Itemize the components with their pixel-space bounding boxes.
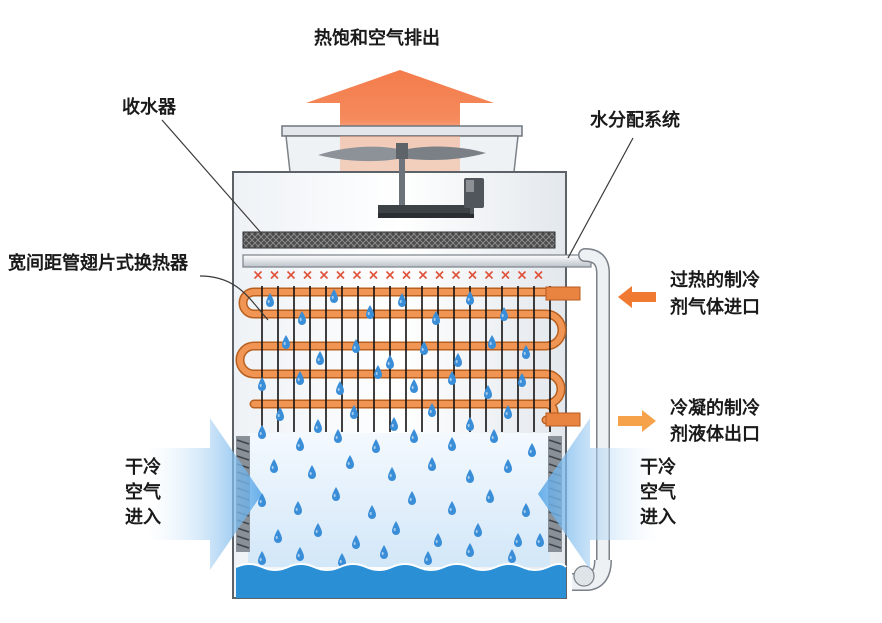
leader-heat-exchanger <box>199 275 269 321</box>
left-air-label-line2: 空气 <box>125 482 161 503</box>
spray-nozzle-icon <box>451 270 461 280</box>
spray-nozzle-icon <box>270 270 279 280</box>
fin-lines <box>261 286 551 432</box>
refrigerant-in-arrow-icon <box>618 286 656 308</box>
spray-nozzle-icon <box>369 270 378 280</box>
spray-nozzle-icon <box>501 270 510 280</box>
louver-slat <box>236 447 250 453</box>
louver-slat <box>236 455 250 461</box>
louver-slat <box>548 543 562 549</box>
spray-nozzle-icon <box>484 270 494 280</box>
right-air-label: 干冷 空气 进入 <box>633 455 683 530</box>
water-distribution-label: 水分配系统 <box>590 110 680 131</box>
water-distribution-pipe <box>242 248 612 591</box>
fan-icon <box>318 143 486 218</box>
refrigerant-inlet-label-line2: 剂气体进口 <box>670 297 760 318</box>
spray-nozzle-icon <box>319 270 329 280</box>
refrigerant-outlet-label-line2: 剂液体出口 <box>670 424 760 445</box>
spray-nozzle-icon <box>385 270 395 280</box>
refrigerant-outlet-label-line1: 冷凝的制冷 <box>670 398 760 419</box>
louver-slat <box>236 439 250 445</box>
right-air-label-line2: 空气 <box>640 482 676 503</box>
louver-slat <box>236 543 250 549</box>
louver-slat <box>548 455 562 461</box>
leader-drift-eliminator <box>161 119 263 235</box>
rain-zone <box>248 433 550 567</box>
heat-exchanger-label: 宽间距管翅片式换热器 <box>8 253 188 274</box>
left-air-label-line1: 干冷 <box>125 457 161 478</box>
louver-slat <box>236 535 250 541</box>
right-air-arrow-icon <box>538 418 660 570</box>
spray-nozzle-icon <box>534 270 543 280</box>
spray-nozzle-icon <box>286 270 296 280</box>
refrigerant-outlet-connector <box>545 412 581 427</box>
spray-nozzle-icon <box>336 270 345 280</box>
spray-nozzle-icon <box>418 270 428 280</box>
exhaust-label: 热饱和空气排出 <box>314 28 440 49</box>
spray-nozzle-icon <box>402 270 411 280</box>
left-air-label-line3: 进入 <box>125 507 161 528</box>
spray-nozzle-icon <box>435 270 444 280</box>
refrigerant-inlet-label-line1: 过热的制冷 <box>670 270 760 291</box>
spray-nozzle-icon <box>468 270 477 280</box>
spray-nozzle-icon <box>352 270 362 280</box>
leader-water-distribution <box>567 137 634 259</box>
right-air-label-line3: 进入 <box>640 507 676 528</box>
water-basin <box>235 563 567 598</box>
louver-slat <box>548 439 562 445</box>
motor-icon <box>464 178 484 214</box>
louver-slat <box>548 527 562 533</box>
left-air-arrow-icon <box>145 418 262 570</box>
spray-nozzle-icon <box>303 270 312 280</box>
louver-slat <box>548 447 562 453</box>
drift-eliminator <box>242 231 556 249</box>
louver-slat <box>548 535 562 541</box>
spray-nozzles <box>253 270 543 280</box>
right-air-label-line1: 干冷 <box>640 457 676 478</box>
drift-eliminator-label: 收水器 <box>122 97 176 118</box>
left-air-label: 干冷 空气 进入 <box>118 455 168 530</box>
spray-nozzle-icon <box>253 270 263 280</box>
refrigerant-out-arrow-icon <box>618 410 656 432</box>
louver-slat <box>236 527 250 533</box>
spray-nozzle-icon <box>517 270 527 280</box>
refrigerant-inlet-connector <box>545 286 581 301</box>
